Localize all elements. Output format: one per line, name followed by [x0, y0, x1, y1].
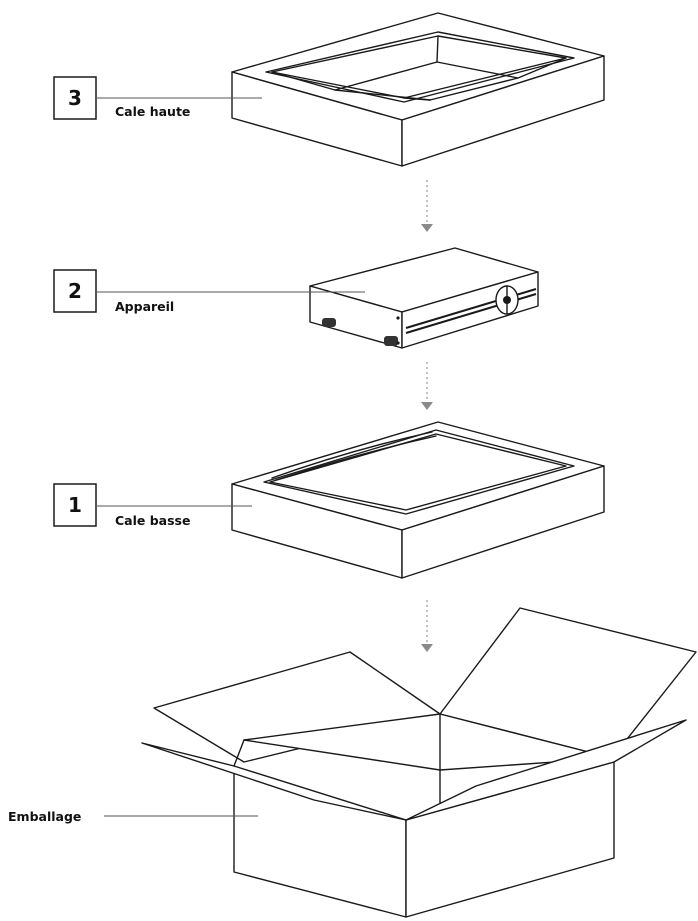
- part-label: Cale basse: [115, 513, 190, 528]
- part-number: 3: [68, 86, 82, 110]
- device: [309, 247, 539, 349]
- callout-box: Emballage: [8, 809, 258, 824]
- part-number-box: [53, 269, 97, 313]
- part-number: 2: [68, 279, 82, 303]
- part-number-box: [53, 76, 97, 120]
- bottom-foam-insert: [231, 421, 605, 579]
- open-cardboard-box: [141, 607, 697, 918]
- arrow-2-to-1: [421, 362, 433, 410]
- part-number-box: [53, 483, 97, 527]
- callout-part-2: 2 Appareil: [53, 269, 365, 314]
- callout-part-1: 1 Cale basse: [53, 483, 252, 528]
- box-label: Emballage: [8, 809, 81, 824]
- callout-part-3: 3 Cale haute: [53, 76, 262, 120]
- part-label: Cale haute: [115, 104, 190, 119]
- top-foam-insert: [231, 12, 605, 167]
- part-label: Appareil: [115, 299, 174, 314]
- arrow-3-to-2: [421, 180, 433, 232]
- arrow-1-to-box: [421, 600, 433, 652]
- part-number: 1: [68, 493, 82, 517]
